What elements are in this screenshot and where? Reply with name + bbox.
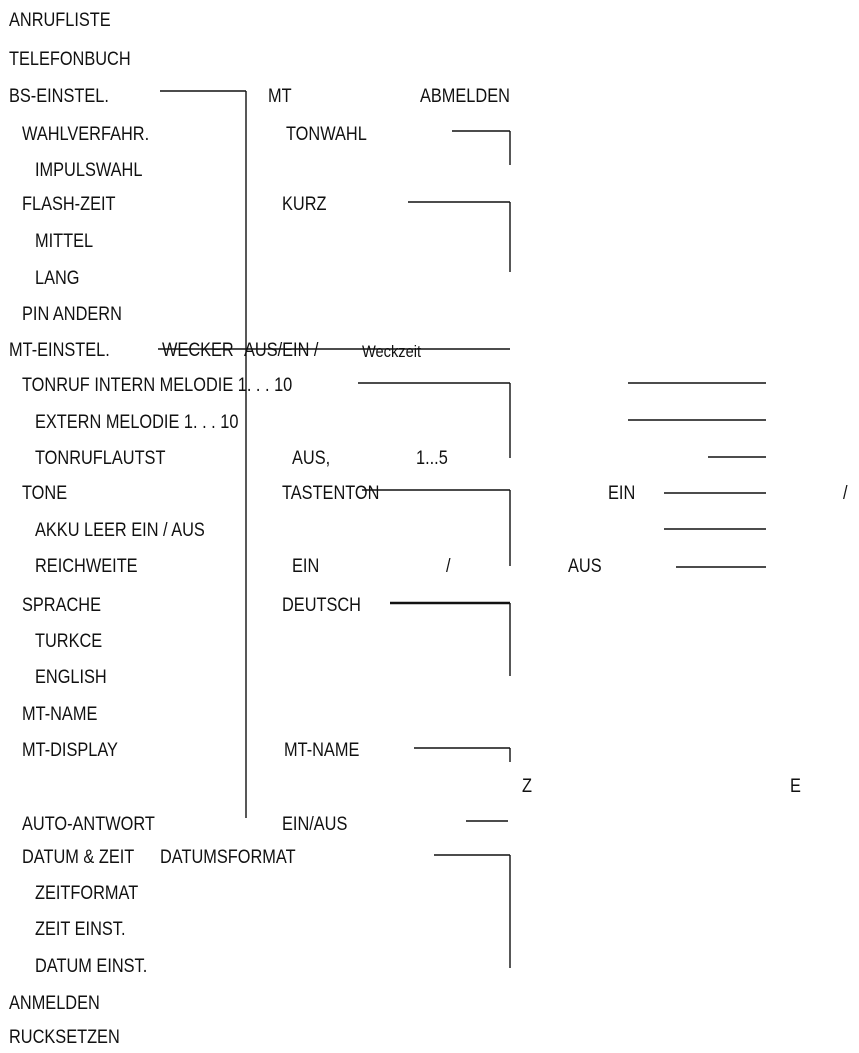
option-aus-ein: AUS/EIN / — [244, 340, 319, 361]
option-reichweite-slash: / — [446, 556, 451, 577]
menu-tonruflautst: TONRUFLAUTST — [35, 448, 166, 469]
option-extern-melodie: EXTERN MELODIE 1. . . 10 — [35, 412, 239, 433]
menu-tone: TONE — [22, 483, 68, 504]
option-english: ENGLISH — [35, 667, 107, 688]
option-ein: EIN — [608, 483, 636, 504]
option-slash: / — [843, 483, 848, 504]
menu-pin-andern: PIN ANDERN — [22, 304, 122, 325]
option-kurz: KURZ — [282, 194, 327, 215]
menu-bs-einstel: BS-EINSTEL. — [9, 86, 109, 107]
option-mt-name: MT-NAME — [284, 740, 360, 761]
menu-telefonbuch: TELEFONBUCH — [9, 49, 131, 70]
menu-wahlverfahr: WAHLVERFAHR. — [22, 124, 150, 145]
option-ein-aus: EIN/AUS — [282, 814, 348, 835]
option-1-5: 1...5 — [416, 448, 448, 469]
option-mittel: MITTEL — [35, 231, 94, 252]
option-lang: LANG — [35, 268, 80, 289]
option-akku-leer: AKKU LEER EIN / AUS — [35, 520, 205, 541]
option-deutsch: DEUTSCH — [282, 595, 361, 616]
option-aus: AUS, — [292, 448, 331, 469]
menu-tonruf-intern: TONRUF INTERN MELODIE 1. . . 10 — [22, 375, 293, 396]
option-impulswahl: IMPULSWAHL — [35, 160, 143, 181]
option-zeitformat: ZEITFORMAT — [35, 883, 139, 904]
option-turkce: TURKCE — [35, 631, 103, 652]
option-datumsformat: DATUMSFORMAT — [160, 847, 296, 868]
menu-mt-display: MT-DISPLAY — [22, 740, 118, 761]
label-e: E — [790, 776, 801, 797]
menu-sprache: SPRACHE — [22, 595, 101, 616]
menu-datum-zeit: DATUM & ZEIT — [22, 847, 135, 868]
menu-anrufliste: ANRUFLISTE — [9, 10, 111, 31]
menu-mt-name: MT-NAME — [22, 704, 98, 725]
menu-anmelden: ANMELDEN — [9, 993, 100, 1014]
option-wecker: WECKER — [162, 340, 234, 361]
option-zeit-einst: ZEIT EINST. — [35, 919, 126, 940]
menu-auto-antwort: AUTO-ANTWORT — [22, 814, 155, 835]
option-reichweite-aus: AUS — [568, 556, 602, 577]
menu-rucksetzen: RUCKSETZEN — [9, 1027, 120, 1048]
option-tonwahl: TONWAHL — [286, 124, 367, 145]
option-reichweite-ein: EIN — [292, 556, 320, 577]
option-datum-einst: DATUM EINST. — [35, 956, 148, 977]
label-z: Z — [522, 776, 532, 797]
menu-mt-einstel: MT-EINSTEL. — [9, 340, 110, 361]
option-weckzeit: Weckzeit — [362, 342, 422, 361]
option-reichweite: REICHWEITE — [35, 556, 138, 577]
menu-flash-zeit: FLASH-ZEIT — [22, 194, 116, 215]
option-abmelden: ABMELDEN — [420, 86, 510, 107]
option-tastenton: TASTENTON — [282, 483, 380, 504]
option-mt: MT — [268, 86, 292, 107]
